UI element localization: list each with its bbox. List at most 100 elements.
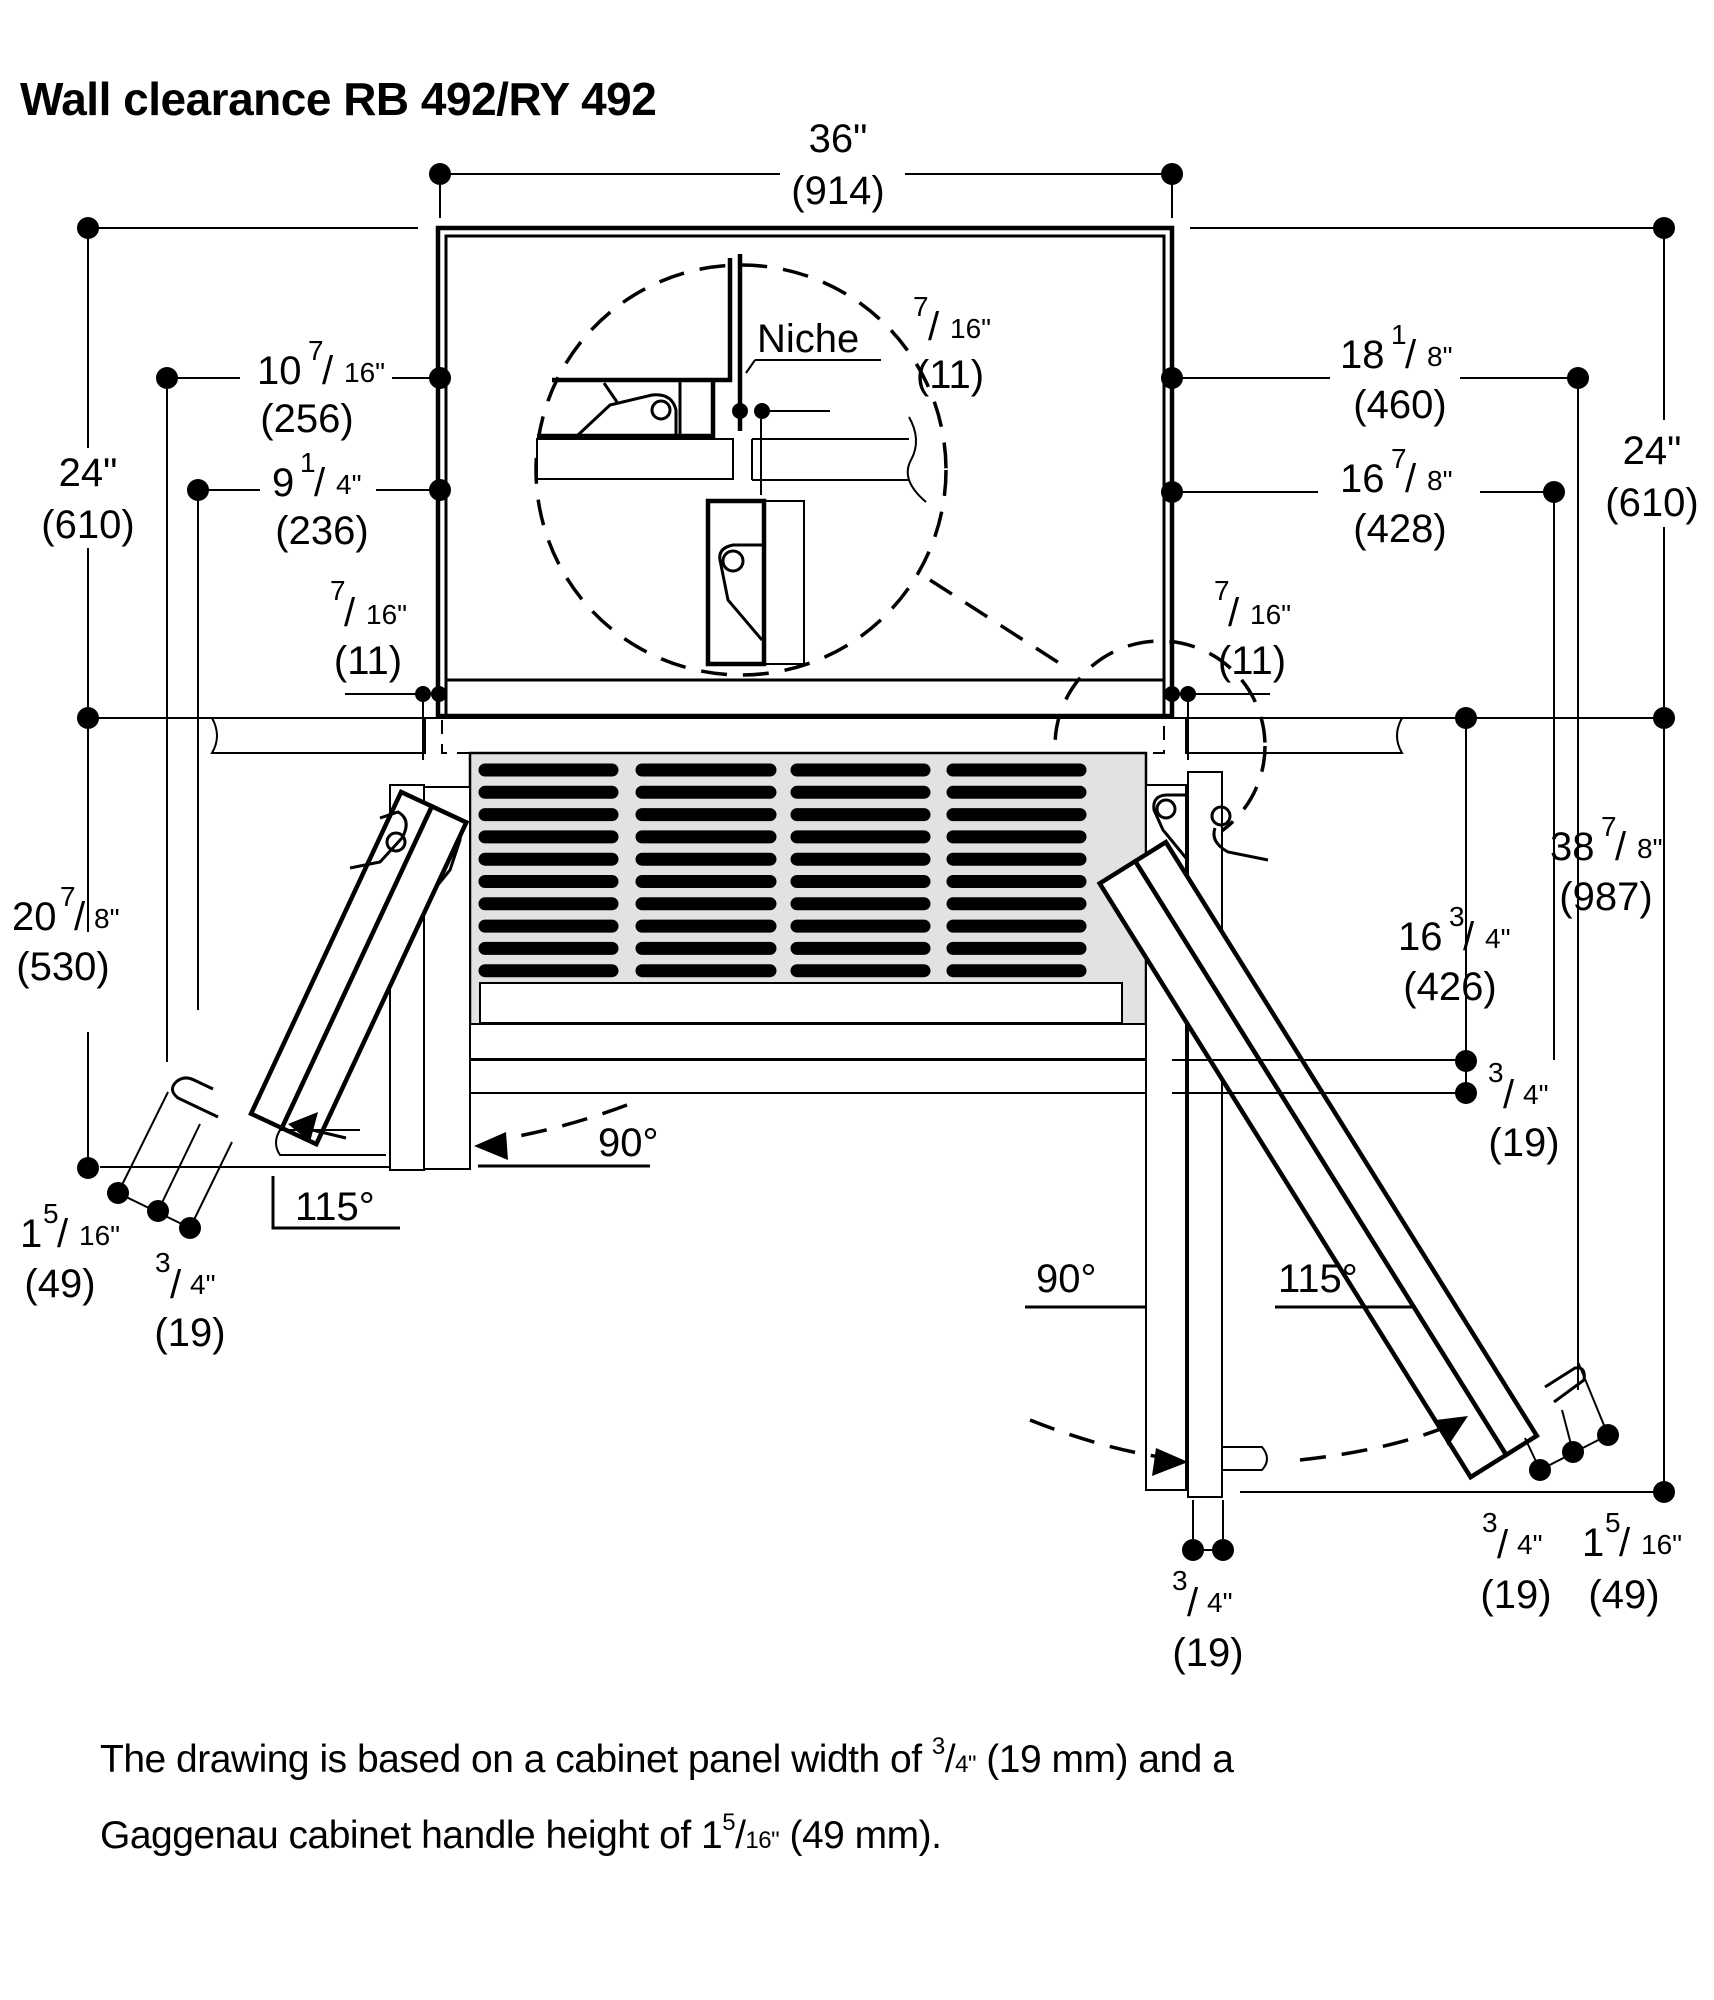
left-panel-num: 3 [155, 1247, 171, 1278]
note-text: Gaggenau cabinet handle height of 1 [100, 1814, 723, 1857]
right-mid-num: 3 [1449, 901, 1465, 932]
slash: / [1187, 1581, 1199, 1625]
left-swing-den: 8" [94, 903, 120, 934]
niche-gap-den: 16" [950, 313, 991, 344]
right-total-num: 7 [1601, 811, 1617, 842]
footnote: The drawing is based on a cabinet panel … [100, 1718, 1234, 1870]
angle-right-115: 115° [1278, 1257, 1358, 1301]
detail-magnifier: Niche 7 / 16" (11) [534, 254, 1267, 853]
angle-right-90: 90° [1036, 1257, 1097, 1301]
gap-left-den: 16" [366, 599, 407, 630]
left-lower-whole: 9 [272, 461, 294, 505]
left-handle-whole: 1 [20, 1212, 42, 1256]
slash: / [170, 1263, 182, 1307]
left-swing-whole: 20 [12, 895, 57, 939]
bottom-right-dimensions: 3 / 4" (19) 1 5 / 16" (49) [1480, 1361, 1682, 1617]
niche-outline [435, 225, 1175, 719]
left-upper-den: 16" [344, 357, 385, 388]
note-text: The drawing is based on a cabinet panel … [100, 1738, 932, 1781]
footnote-line-1: The drawing is based on a cabinet panel … [100, 1718, 1234, 1794]
dim-left-upper: 10 7 / 16" (256) [156, 335, 451, 1062]
slash: / [1619, 1521, 1631, 1565]
right-lower-whole: 16 [1340, 457, 1385, 501]
left-lower-num: 1 [300, 447, 316, 478]
gap-right-mm: (11) [1218, 639, 1286, 683]
right-mid-mm: (426) [1403, 965, 1496, 1009]
niche-gap-mm: (11) [916, 353, 984, 397]
left-lower-den: 4" [336, 469, 362, 500]
right-total-mm: (987) [1559, 875, 1652, 919]
note-slash: / [735, 1814, 746, 1857]
left-upper-mm: (256) [260, 397, 353, 441]
right-panel-den: 4" [1523, 1079, 1549, 1110]
slash: / [57, 1212, 69, 1256]
niche-gap-num: 7 [913, 291, 929, 322]
slash: / [344, 591, 356, 635]
width-dimension: 36" (914) [429, 117, 1183, 218]
right-lower-den: 8" [1427, 465, 1453, 496]
depth-dimension-right: 24" (610) [1190, 217, 1699, 1503]
dim-right-lower: 16 7 / 8" (428) [1161, 443, 1565, 1060]
slash: / [1405, 333, 1417, 377]
right-lower-num: 7 [1391, 443, 1407, 474]
br-handle-mm: (49) [1588, 1573, 1659, 1617]
slash: / [928, 305, 940, 349]
width-inch: 36" [809, 117, 868, 161]
bottom-panel-num: 3 [1172, 1565, 1188, 1596]
left-lower-mm: (236) [275, 509, 368, 553]
slash: / [1615, 825, 1627, 869]
note-frac-num: 5 [722, 1809, 736, 1836]
note-text: (19 mm) and a [975, 1738, 1234, 1781]
appliance-front [445, 751, 1169, 1094]
angle-left-115: 115° [295, 1185, 375, 1229]
br-panel-num: 3 [1482, 1507, 1498, 1538]
left-panel-mm: (19) [154, 1311, 225, 1355]
niche-label: Niche [757, 317, 859, 361]
note-slash: / [944, 1738, 956, 1781]
gap-left-mm: (11) [334, 639, 402, 683]
gap-right-den: 16" [1250, 599, 1291, 630]
br-handle-num: 5 [1605, 1507, 1621, 1538]
angle-left-90: 90° [598, 1121, 659, 1165]
gap-left-num: 7 [330, 575, 346, 606]
note-frac-num: 3 [931, 1733, 945, 1760]
ventilation-slots [478, 763, 1087, 978]
slash: / [74, 895, 86, 939]
left-upper-whole: 10 [257, 349, 302, 393]
right-total-whole: 38 [1550, 825, 1595, 869]
footnote-line-2: Gaggenau cabinet handle height of 15/16"… [100, 1794, 1233, 1870]
slash: / [1228, 591, 1240, 635]
right-panel-mm: (19) [1488, 1121, 1559, 1165]
note-frac-den: 16" [745, 1827, 780, 1854]
note-text: (49 mm). [779, 1814, 942, 1857]
right-upper-mm: (460) [1353, 383, 1446, 427]
slash: / [1503, 1073, 1515, 1117]
slash: / [322, 349, 334, 393]
gap-dimension-right: 7 / 16" (11) [1164, 575, 1291, 760]
depth-dimension-left: 24" (610) [41, 217, 418, 729]
dim-left-lower: 9 1 / 4" (236) [187, 447, 451, 1010]
right-mid-den: 4" [1485, 923, 1511, 954]
right-upper-num: 1 [1391, 319, 1407, 350]
left-swing-num: 7 [60, 881, 76, 912]
slash: / [314, 461, 326, 505]
dim-right-upper: 18 1 / 8" (460) [1161, 319, 1589, 1390]
depth-right-mm: (610) [1605, 481, 1698, 525]
right-upper-whole: 18 [1340, 333, 1385, 377]
niche-gap-dimension: 7 / 16" (11) [913, 291, 991, 397]
br-panel-mm: (19) [1480, 1573, 1551, 1617]
left-panel-den: 4" [190, 1269, 216, 1300]
left-handle-num: 5 [43, 1198, 59, 1229]
width-mm: (914) [791, 169, 884, 213]
depth-left-inch: 24" [59, 451, 118, 495]
left-swing-mm: (530) [16, 945, 109, 989]
br-handle-den: 16" [1641, 1529, 1682, 1560]
right-lower-mm: (428) [1353, 507, 1446, 551]
right-mid-whole: 16 [1398, 915, 1443, 959]
right-side-dimensions: 38 7 / 8" (987) 16 3 / 4" (426) 3 / 4" (… [1172, 811, 1663, 1165]
br-handle-whole: 1 [1582, 1521, 1604, 1565]
right-total-den: 8" [1637, 833, 1663, 864]
left-door-assembly [100, 784, 628, 1171]
left-bottom-dimensions: 20 7 / 8" (530) 1 5 / 16" (49) 3 / 4" (1… [12, 718, 659, 1355]
bottom-panel-mm: (19) [1172, 1631, 1243, 1675]
